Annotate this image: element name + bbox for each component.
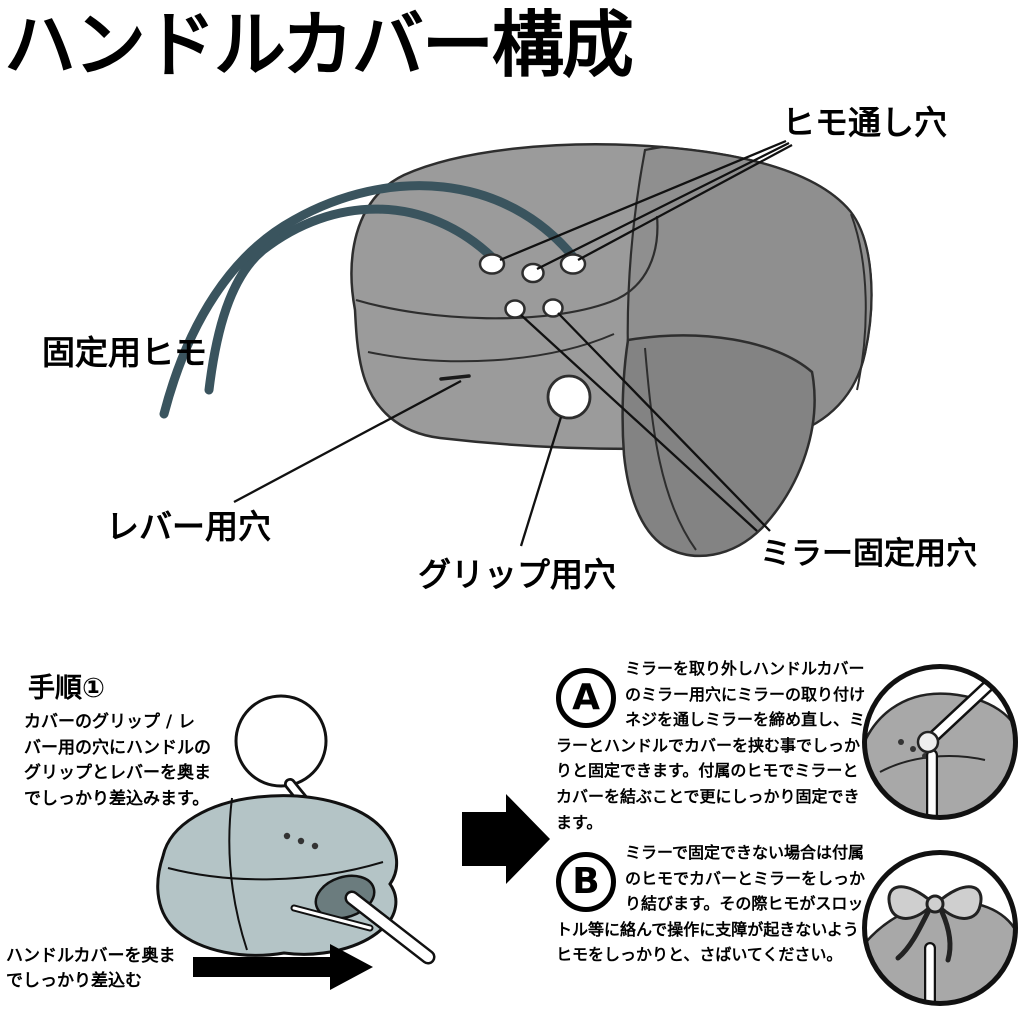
step1-cover-seam-h: [167, 861, 384, 881]
mirror-glass: [234, 694, 328, 788]
label-mirror-fixing-holes: ミラー固定用穴: [760, 536, 977, 572]
option-b-text: ミラーで固定できない場合は付属のヒモでカバーとミラーをしっかり結びます。その際ヒ…: [556, 843, 866, 965]
cover-flap: [621, 334, 816, 558]
insert-direction-arrow-icon: [193, 944, 373, 990]
mount-nut: [916, 730, 940, 754]
label-cord-holes: ヒモ通し穴: [782, 103, 947, 142]
fixing-cords: [159, 181, 580, 419]
option-a-text: ミラーを取り外しハンドルカバーのミラー用穴にミラーの取り付けネジを通しミラーを締…: [556, 659, 866, 832]
step1-cover: [156, 794, 399, 957]
handlebar-tube: [347, 893, 433, 962]
brake-lever: [292, 906, 372, 930]
mirror-fixing-holes: [504, 298, 564, 319]
snap-dots: [283, 832, 319, 850]
step1-heading: 手順①: [28, 673, 105, 704]
step1-cover-seam-v: [228, 797, 248, 951]
detail-circle-cord-knot: [862, 850, 1018, 1006]
right-hem-seam: [850, 213, 867, 391]
option-b-block: B ミラーで固定できない場合は付属のヒモでカバーとミラーをしっかり結びます。その…: [556, 840, 870, 968]
option-a-block: A ミラーを取り外しハンドルカバーのミラー用穴にミラーの取り付けネジを通しミラー…: [556, 656, 870, 835]
page-title: ハンドルカバー構成: [4, 3, 634, 87]
bow-left-loop: [887, 885, 936, 920]
bow-knot: [925, 894, 945, 914]
option-b-badge: B: [556, 852, 616, 912]
flap-seam: [644, 347, 697, 551]
label-grip-hole: グリップ用穴: [418, 555, 616, 594]
next-step-arrow-icon: [462, 794, 550, 884]
step1-illustration: [156, 694, 436, 990]
lever-slit: [439, 374, 471, 381]
step1-body-text: カバーのグリップ / レバー用の穴にハンドルのグリップとレバーを奥までしっかり差…: [24, 712, 211, 809]
step1-caption: ハンドルカバーを奥までしっかり差込む: [6, 946, 176, 991]
option-a-badge: A: [556, 668, 616, 728]
handlebar-cover-illustration: [159, 143, 873, 558]
grip-hole: [546, 374, 592, 420]
top-flap-seam: [355, 215, 659, 320]
detail-circle-mirror-mount: [862, 664, 1018, 820]
label-lever-hole: レバー用穴: [106, 507, 271, 546]
label-fixing-cord: 固定用ヒモ: [42, 333, 207, 372]
bow-right-loop: [934, 885, 983, 920]
leader-lines: [233, 139, 793, 547]
